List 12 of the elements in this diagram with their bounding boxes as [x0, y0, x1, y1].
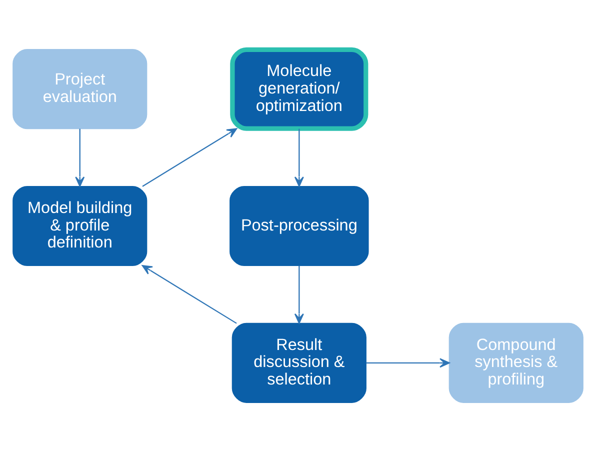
arrow: [142, 264, 237, 324]
arrow: [142, 128, 238, 187]
node-box: Compound synthesis & profiling: [448, 322, 584, 403]
arrow: [75, 128, 85, 187]
node-box: Project evaluation: [12, 49, 148, 130]
node-box: Molecule generation/ optimization: [230, 47, 368, 131]
arrow: [294, 266, 304, 324]
arrow: [294, 128, 304, 187]
arrow: [366, 358, 450, 368]
node-box: Result discussion & selection: [232, 322, 366, 403]
node-box: Post-processing: [230, 186, 369, 266]
node-box: Model building & profile definition: [12, 186, 148, 266]
